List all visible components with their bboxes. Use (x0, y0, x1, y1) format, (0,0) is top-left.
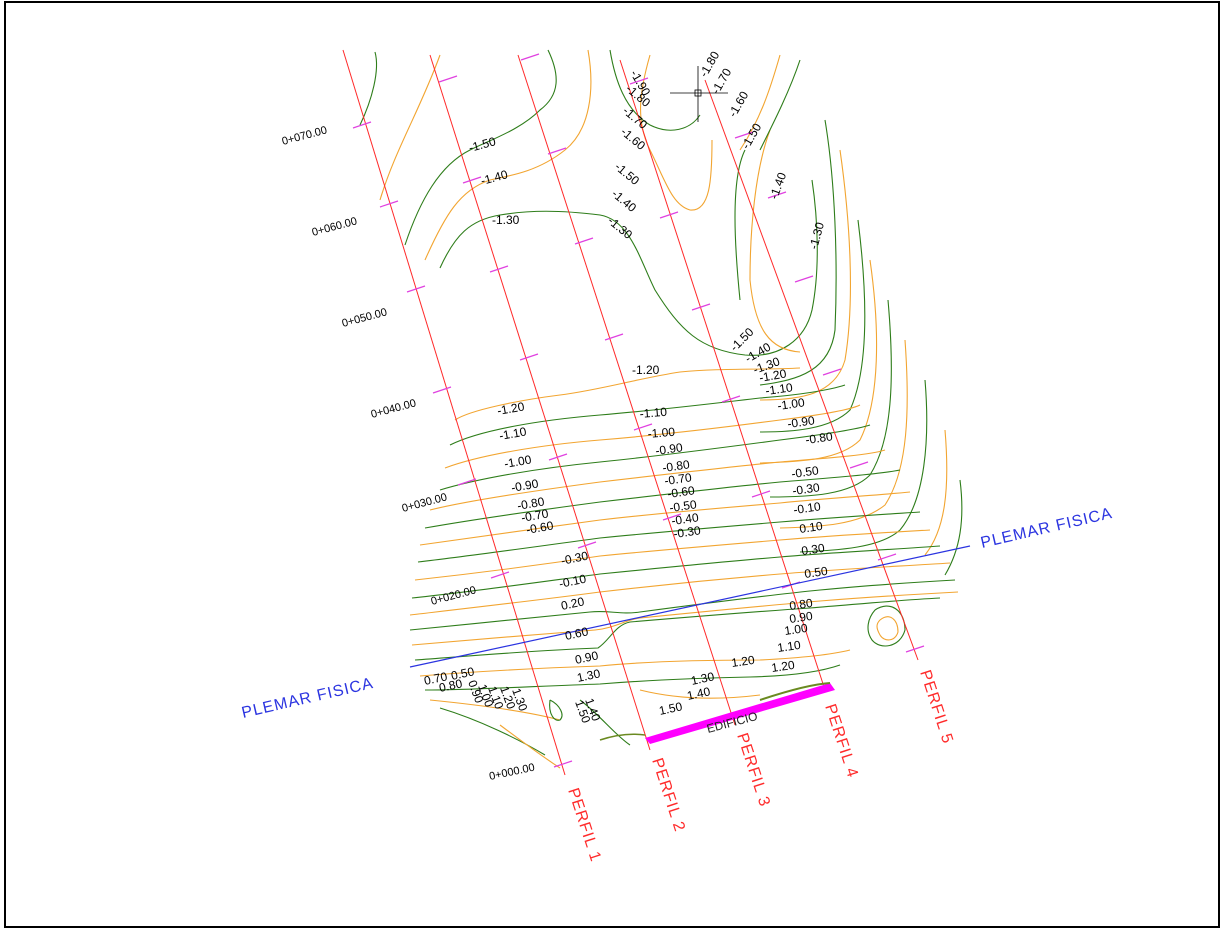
contour-label: 1.50 (658, 699, 684, 718)
contour-label: -1.40 (479, 167, 509, 188)
contour-label: -1.50 (738, 121, 764, 152)
contour-label: -1.00 (503, 452, 533, 471)
contour-label: 0.90 (574, 648, 600, 667)
contour-label: 1.30 (576, 666, 602, 685)
contour-label: -1.60 (725, 89, 751, 120)
profile-1-line (342, 49, 566, 776)
contour-label: -0.80 (804, 429, 833, 447)
building (599, 682, 835, 744)
contour-label: -0.70 (663, 470, 692, 488)
contour-label: -0.10 (792, 499, 821, 517)
contour-label: -0.30 (672, 523, 701, 541)
contour-label: -1.50 (612, 160, 642, 189)
contour-label: -1.30 (806, 220, 827, 250)
profile-5-line (704, 79, 919, 661)
contour-label: 1.30 (690, 669, 716, 688)
contour-label: -0.30 (560, 548, 590, 567)
contour-label: -1.40 (767, 170, 790, 201)
contour-label: -1.10 (639, 405, 668, 421)
station-label: 0+030.00 (401, 491, 449, 515)
plemar-label: PLEMAR FISICA (979, 505, 1114, 552)
contour-label: -1.20 (632, 363, 660, 377)
building-footprint (645, 683, 835, 744)
profile-label: PERFIL 4 (821, 702, 861, 780)
contour-label: 0.90 (788, 609, 813, 626)
contour-label: 0.60 (564, 624, 590, 643)
contour-label: -1.10 (764, 380, 793, 398)
contour-label: 0.30 (800, 541, 825, 558)
profile-label: PERFIL 2 (648, 756, 688, 834)
contour-label: 0.50 (450, 664, 476, 683)
contour-label: -0.50 (790, 463, 819, 481)
contour-label: 1.30 (509, 686, 530, 713)
contour-label: -0.30 (791, 480, 820, 498)
contour-label: -1.20 (496, 399, 526, 418)
contour-label: 0.50 (803, 564, 828, 581)
station-label: 0+060.00 (311, 215, 359, 239)
contour-label: -1.50 (467, 134, 497, 155)
contour-label: -0.50 (668, 497, 697, 515)
contour-label: -0.60 (525, 518, 555, 537)
contour-label: -0.40 (670, 510, 699, 528)
contour-label: -1.30 (492, 213, 520, 227)
contour-label: -0.10 (558, 571, 588, 590)
profile-label: PERFIL 3 (733, 731, 773, 809)
contour-label: 0.70 (423, 669, 449, 688)
contour-label: -0.90 (654, 440, 683, 458)
station-ticks (352, 53, 925, 768)
contour-label: -1.00 (776, 395, 805, 413)
profile-2-line (429, 54, 651, 751)
contour-label: -0.80 (661, 457, 690, 475)
profile-labels: PERFIL 1 PERFIL 2 PERFIL 3 PERFIL 4 PERF… (564, 668, 956, 864)
contour-label: 1.10 (776, 638, 801, 655)
contour-label: -0.80 (516, 494, 546, 513)
contour-label: -1.30 (605, 214, 635, 243)
contour-label: 0.80 (438, 676, 464, 695)
contour-lines (359, 49, 963, 769)
profile-label: PERFIL 5 (916, 668, 956, 746)
contour-label: -1.60 (618, 125, 648, 154)
plemar-label: PLEMAR FISICA (240, 675, 375, 722)
station-label: 0+040.00 (370, 397, 418, 421)
station-label: 0+070.00 (281, 124, 329, 148)
contour-label: 0.80 (788, 596, 813, 613)
crosshair-cursor-icon (670, 66, 728, 122)
contour-label: -1.40 (609, 187, 639, 216)
contour-label: -1.10 (498, 424, 528, 443)
contour-label: 1.40 (686, 684, 712, 703)
contour-labels: -1.80 -1.90 -1.70 -1.80 -1.70 -1.60 -1.6… (423, 49, 834, 726)
station-label: 0+020.00 (430, 584, 478, 608)
contour-label: 1.20 (730, 653, 755, 670)
contour-label: 1.20 (770, 658, 795, 675)
profile-3-line (517, 54, 736, 726)
contour-label: 0.10 (798, 519, 823, 536)
contour-label: -1.20 (758, 366, 788, 385)
contour-label: -0.70 (520, 506, 550, 525)
contour-label: -0.60 (666, 483, 695, 501)
contour-label: -0.90 (786, 413, 815, 431)
contour-label: -0.90 (510, 476, 540, 495)
drawing-frame (4, 1, 1220, 928)
contour-label: -1.00 (647, 425, 676, 441)
station-label: 0+000.00 (488, 762, 536, 783)
plemar-fisica-line (409, 545, 971, 668)
contour-label: 1.00 (783, 621, 808, 638)
contour-label: 0.20 (560, 594, 586, 613)
profile-label: PERFIL 1 (564, 786, 604, 864)
station-label: 0+050.00 (341, 306, 389, 330)
